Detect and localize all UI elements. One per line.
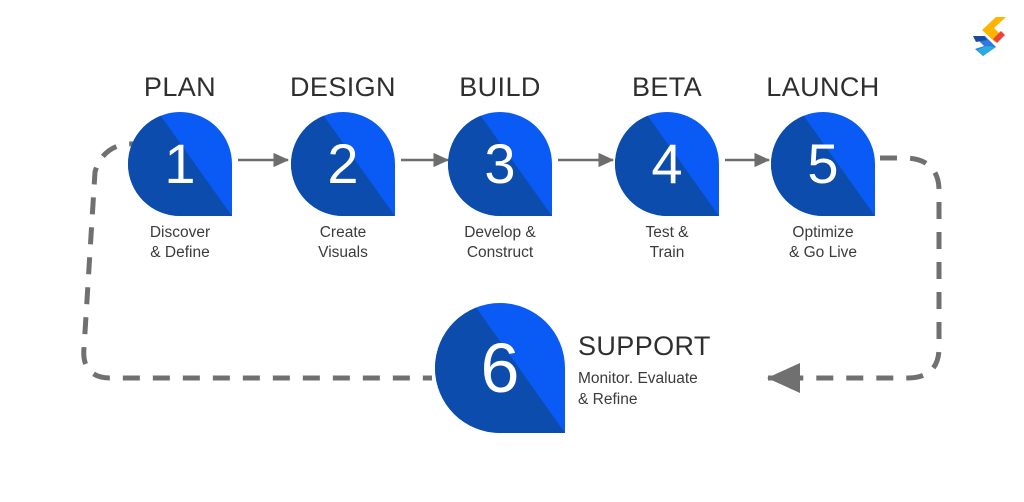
step-caption-1: Discover & Define bbox=[149, 224, 211, 262]
step-caption-2: Create Visuals bbox=[318, 224, 368, 262]
logo-chevron-lower-dark bbox=[973, 36, 987, 42]
logo-chevron-upper-accent bbox=[993, 31, 1005, 43]
step-title-1: PLAN bbox=[143, 72, 217, 102]
step-title-4: BETA bbox=[631, 72, 703, 102]
support-title: SUPPORT bbox=[578, 331, 711, 361]
step-caption-4: Test & Train bbox=[645, 224, 689, 262]
step-title-5: LAUNCH bbox=[766, 72, 880, 102]
dashed-loop-right bbox=[767, 155, 942, 394]
pin-shape-2 bbox=[291, 112, 395, 216]
step-node-2[interactable]: 2 bbox=[291, 112, 395, 216]
pin-shape-6 bbox=[435, 303, 565, 433]
step-caption-5: Optimize & Go Live bbox=[788, 224, 858, 262]
dashed-loop-left bbox=[81, 141, 432, 381]
support-caption: Monitor. Evaluate & Refine bbox=[578, 370, 698, 408]
pin-shape-1 bbox=[128, 112, 232, 216]
step-caption-3: Develop & Construct bbox=[464, 224, 536, 262]
logo-chevron-lower-light bbox=[977, 46, 995, 56]
step-node-3[interactable]: 3 bbox=[448, 112, 552, 216]
pin-shape-3 bbox=[448, 112, 552, 216]
step-node-6[interactable]: 6 bbox=[435, 303, 565, 433]
step-title-3: BUILD bbox=[459, 72, 541, 102]
step-node-5[interactable]: 5 bbox=[771, 112, 875, 216]
pin-shape-5 bbox=[771, 112, 875, 216]
step-title-2: DESIGN bbox=[290, 72, 396, 102]
pin-shape-4 bbox=[615, 112, 719, 216]
brand-logo bbox=[970, 16, 1008, 56]
step-node-4[interactable]: 4 bbox=[615, 112, 719, 216]
step-node-1[interactable]: 1 bbox=[128, 112, 232, 216]
